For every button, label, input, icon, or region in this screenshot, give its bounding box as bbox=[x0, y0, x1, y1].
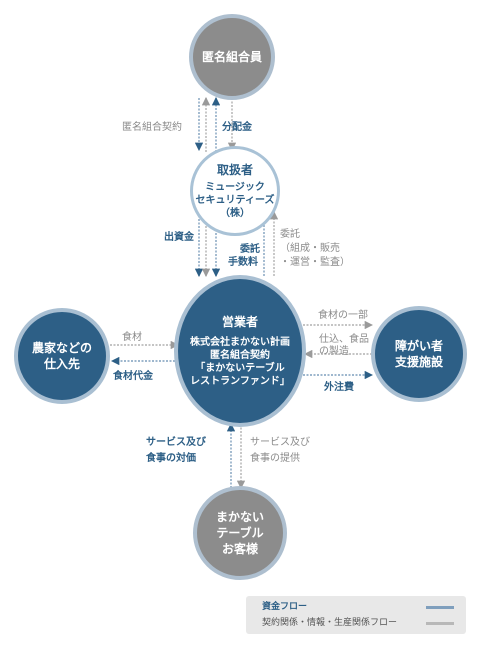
investor-title: 匿名組合員 bbox=[201, 50, 262, 64]
investment-label: 出資金 bbox=[164, 232, 194, 243]
ingredients-label: 食材 bbox=[122, 332, 142, 343]
commission-label-2: 手数料 bbox=[228, 257, 258, 268]
contract-label: 匿名組合契約 bbox=[122, 122, 182, 133]
welfare-line1: 障がい者 bbox=[394, 339, 443, 353]
commission-label-1: 委託 bbox=[240, 244, 260, 255]
dividend-label: 分配金 bbox=[222, 122, 252, 133]
farmers-node: 農家などの 仕入先 bbox=[14, 308, 110, 404]
legend-contract-flow: 契約関係・情報・生産関係フロー bbox=[262, 618, 398, 628]
investor-node: 匿名組合員 bbox=[189, 14, 275, 100]
operator-line3: 「まかないテーブル bbox=[195, 363, 285, 374]
service-payment-label-1: サービス及び bbox=[146, 437, 206, 448]
service-provision-label-2: 食事の提供 bbox=[250, 453, 300, 464]
customers-line1: まかない bbox=[215, 510, 264, 524]
handler-line3: （株） bbox=[220, 208, 250, 219]
handler-line1: ミュージック bbox=[205, 182, 265, 193]
handler-line2: セキュリティーズ bbox=[195, 195, 275, 206]
farmers-line1: 農家などの bbox=[31, 341, 92, 355]
farmers-line2: 仕入先 bbox=[43, 357, 80, 371]
service-payment-label-2: 食事の対価 bbox=[146, 453, 196, 464]
entrust-label-3: ・運営・監査） bbox=[280, 257, 350, 268]
entrust-label-1: 委託 bbox=[280, 229, 300, 240]
operator-line2: 匿名組合契約 bbox=[210, 350, 270, 361]
legend-contract-swatch bbox=[426, 622, 454, 625]
prep-label-2: の製造 bbox=[319, 346, 349, 357]
legend: 資金フロー 契約関係・情報・生産関係フロー bbox=[246, 596, 466, 634]
customers-node: まかない テーブル お客様 bbox=[193, 486, 287, 580]
legend-money-flow: 資金フロー bbox=[262, 602, 308, 612]
operator-line4: レストランファンド」 bbox=[190, 376, 290, 387]
operator-title: 営業者 bbox=[221, 315, 258, 329]
operator-node: 営業者 株式会社まかない計画 匿名組合契約 「まかないテーブル レストランファン… bbox=[174, 275, 306, 427]
outsourcing-fee-label: 外注費 bbox=[324, 382, 354, 393]
welfare-node: 障がい者 支援施設 bbox=[371, 306, 467, 402]
handler-node: 取扱者 ミュージック セキュリティーズ （株） bbox=[190, 146, 280, 236]
legend-money-swatch bbox=[426, 606, 454, 609]
handler-title: 取扱者 bbox=[216, 163, 253, 177]
customers-line3: お客様 bbox=[221, 542, 258, 556]
customers-line2: テーブル bbox=[216, 526, 264, 540]
welfare-line2: 支援施設 bbox=[394, 355, 443, 369]
operator-line1: 株式会社まかない計画 bbox=[190, 337, 290, 348]
ingredients-payment-label: 食材代金 bbox=[113, 371, 153, 382]
entrust-label-2: （組成・販売 bbox=[280, 243, 340, 254]
ingredients-part-label: 食材の一部 bbox=[318, 310, 368, 321]
service-provision-label-1: サービス及び bbox=[250, 437, 310, 448]
prep-label-1: 仕込、食品 bbox=[319, 334, 369, 345]
